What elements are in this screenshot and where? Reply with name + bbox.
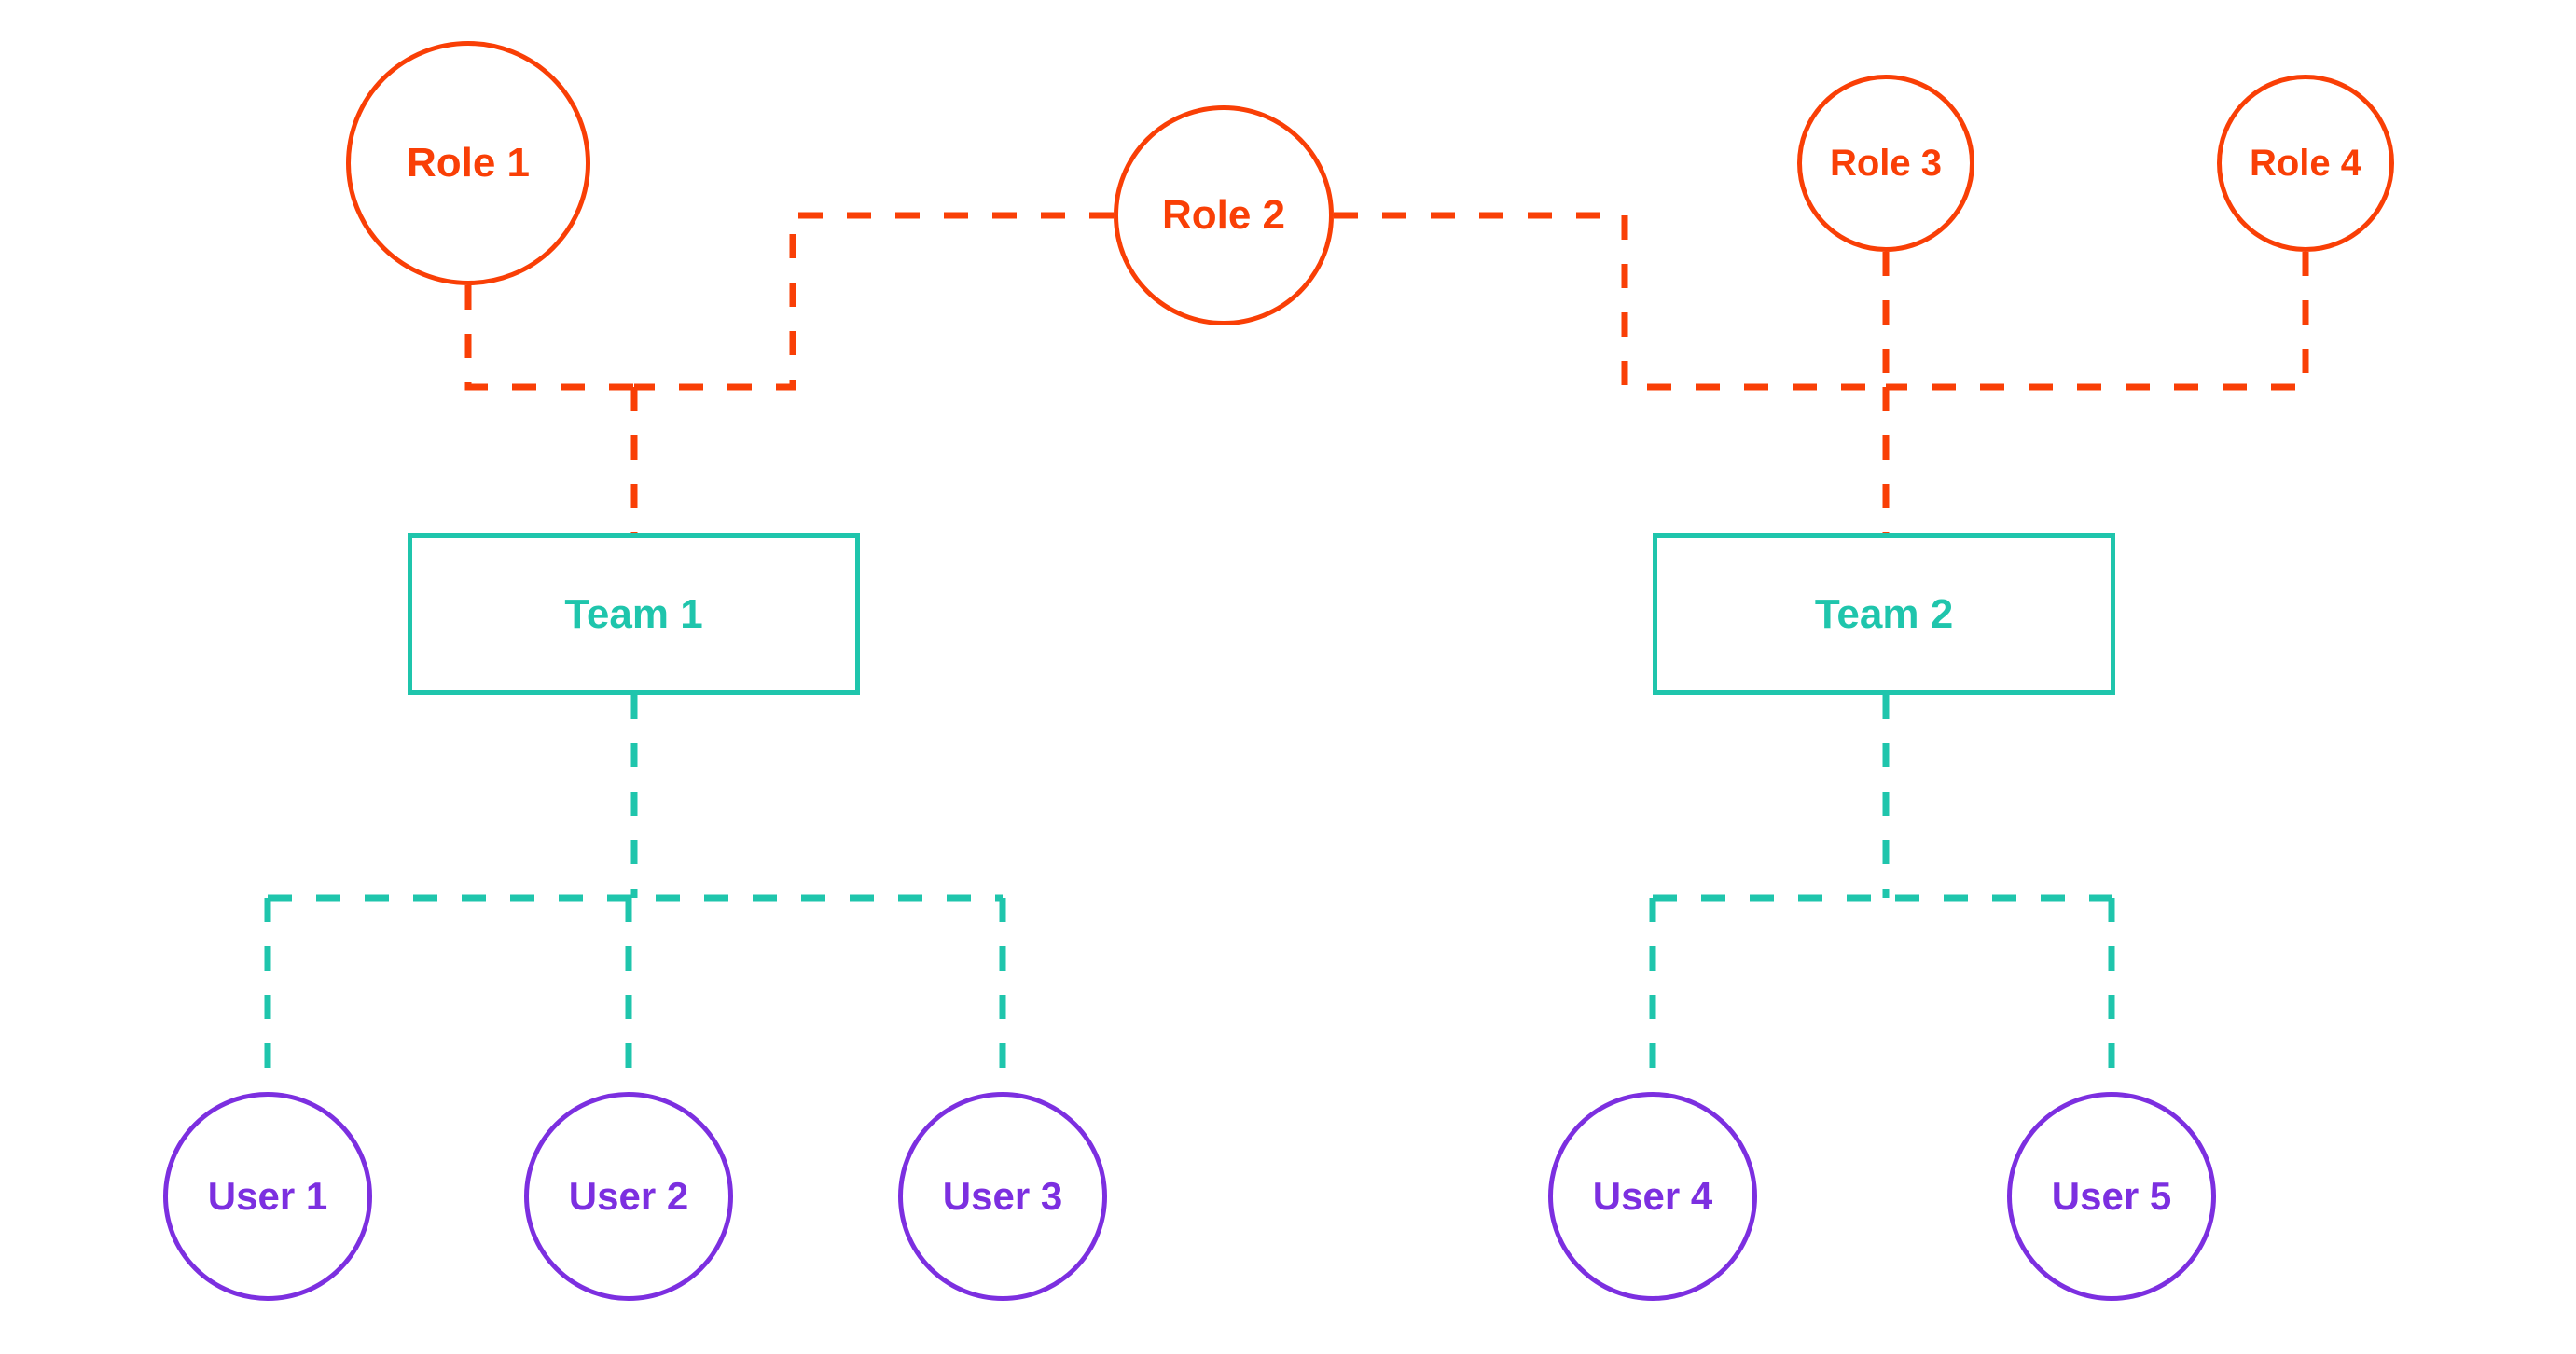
team-node-2[interactable]: Team 2 bbox=[1653, 533, 2115, 695]
role-node-2-label: Role 2 bbox=[1161, 192, 1286, 238]
role-node-2[interactable]: Role 2 bbox=[1114, 105, 1334, 325]
role-node-3-label: Role 3 bbox=[1829, 143, 1943, 184]
user-node-3[interactable]: User 3 bbox=[898, 1092, 1107, 1301]
team-edge-group bbox=[264, 695, 2115, 1092]
user-node-1-label: User 1 bbox=[207, 1174, 328, 1218]
user-node-4-label: User 4 bbox=[1592, 1174, 1713, 1218]
user-node-5[interactable]: User 5 bbox=[2007, 1092, 2216, 1301]
user-node-1[interactable]: User 1 bbox=[163, 1092, 372, 1301]
role-node-3[interactable]: Role 3 bbox=[1797, 75, 1974, 252]
team-node-1[interactable]: Team 1 bbox=[408, 533, 860, 695]
team-node-1-label: Team 1 bbox=[564, 590, 703, 637]
user-node-2-label: User 2 bbox=[568, 1174, 689, 1218]
edge-role2-to-team2 bbox=[1334, 212, 1886, 391]
team-node-2-label: Team 2 bbox=[1814, 590, 1954, 637]
role-node-1[interactable]: Role 1 bbox=[346, 41, 590, 285]
user-node-3-label: User 3 bbox=[942, 1174, 1063, 1218]
edge-role2-to-team1 bbox=[634, 212, 1114, 391]
user-node-4[interactable]: User 4 bbox=[1548, 1092, 1757, 1301]
role-node-4[interactable]: Role 4 bbox=[2217, 75, 2394, 252]
user-node-2[interactable]: User 2 bbox=[524, 1092, 733, 1301]
role-edge-group bbox=[464, 212, 2309, 533]
role-node-4-label: Role 4 bbox=[2249, 143, 2362, 184]
role-node-1-label: Role 1 bbox=[406, 140, 531, 186]
edge-role4-to-team2 bbox=[1886, 252, 2309, 391]
user-node-5-label: User 5 bbox=[2051, 1174, 2172, 1218]
edge-role1-to-team1 bbox=[464, 285, 634, 391]
